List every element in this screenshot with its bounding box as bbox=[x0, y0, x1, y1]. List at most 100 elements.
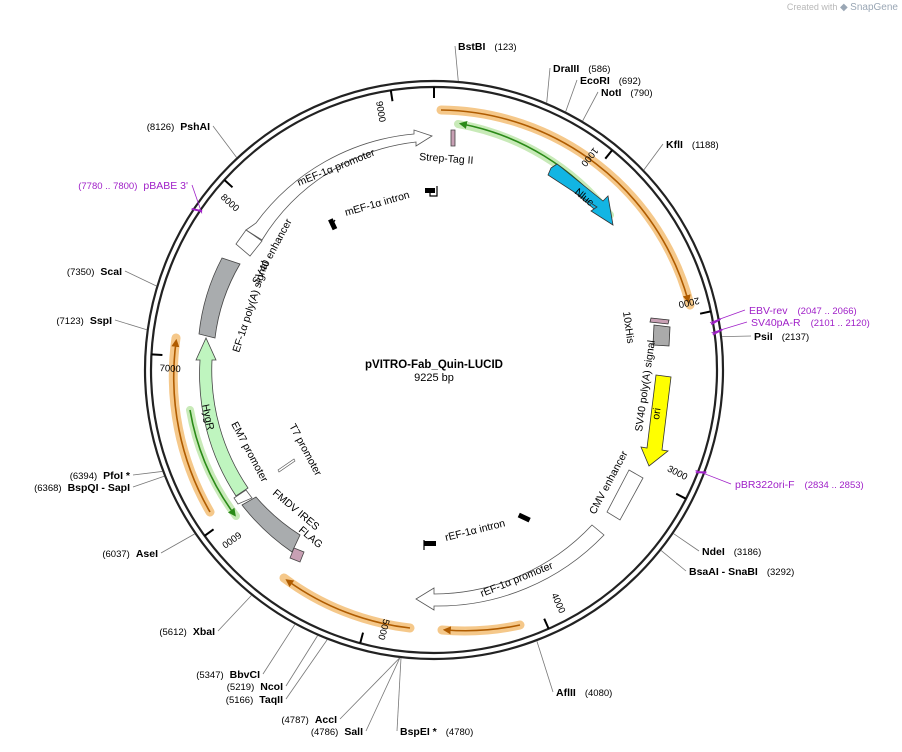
snapgene-logo-icon: ◆ bbox=[839, 2, 848, 13]
site-pos: (4786) bbox=[311, 727, 338, 738]
site-pos: (5612) bbox=[159, 627, 186, 638]
site-label-ncoi: (5219)NcoI bbox=[227, 681, 283, 693]
site-pos: (2137) bbox=[782, 332, 809, 343]
site-label-bspei: BspEI * (4780) bbox=[400, 726, 473, 738]
feature-em7-promoter bbox=[233, 489, 253, 505]
site-name: NotI bbox=[601, 87, 621, 99]
site-leader bbox=[217, 595, 252, 632]
feature-mef1a-intron bbox=[328, 186, 438, 231]
tick-mark bbox=[675, 492, 687, 500]
site-name: XbaI bbox=[193, 626, 215, 638]
orf-arrows bbox=[168, 105, 695, 636]
feature-ori bbox=[640, 374, 672, 467]
site-pos: (3292) bbox=[767, 567, 794, 578]
snapgene-credit: Created with ◆ SnapGene bbox=[787, 2, 898, 13]
site-leader bbox=[546, 67, 551, 103]
site-leader bbox=[565, 79, 578, 112]
site-label-ecori: EcoRI (692) bbox=[580, 75, 641, 87]
site-pos: (6394) bbox=[70, 471, 97, 482]
orf-arc-top bbox=[436, 105, 695, 310]
primer-name: pBR322ori-F bbox=[735, 479, 795, 491]
site-leader bbox=[212, 125, 237, 158]
feature-t7-promoter bbox=[277, 458, 296, 473]
site-label-kfli: KflI(1188) bbox=[666, 139, 719, 151]
tick-mark bbox=[359, 632, 365, 644]
site-pos: (6368) bbox=[34, 483, 61, 494]
site-label-pfoi: (6394)PfoI * bbox=[70, 470, 131, 482]
credit-prefix: Created with bbox=[786, 2, 838, 12]
site-name: BstBI bbox=[458, 41, 486, 53]
site-pos: (3186) bbox=[734, 547, 761, 558]
site-leader bbox=[339, 657, 400, 720]
site-pos: (6037) bbox=[102, 549, 129, 560]
primer-label-sv40pa-r: SV40pA-R(2101 .. 2120) bbox=[751, 317, 870, 329]
site-pos: (692) bbox=[619, 76, 641, 87]
tick-label: 6000 bbox=[220, 529, 244, 550]
feature-flag bbox=[289, 547, 305, 563]
primer-name: EBV-rev bbox=[749, 305, 788, 317]
label-mef1a-promoter: mEF-1α promoter bbox=[296, 147, 377, 189]
site-pos: (586) bbox=[588, 64, 610, 75]
credit-brand: SnapGene bbox=[850, 2, 898, 13]
label-strep-tag: Strep-Tag II bbox=[419, 151, 474, 167]
primer-label-pbr322ori-f: pBR322ori-F(2834 .. 2853) bbox=[735, 479, 864, 491]
site-name: TaqII bbox=[259, 694, 283, 706]
site-label-bbvci: (5347)BbvCI bbox=[196, 669, 260, 681]
site-leader bbox=[365, 657, 401, 732]
feature-fmdv-ires bbox=[241, 496, 301, 553]
site-name: SalI bbox=[344, 726, 363, 738]
site-label-pshai: (8126)PshAI bbox=[147, 121, 210, 133]
label-his-tag: 10xHis bbox=[620, 311, 636, 344]
site-leader bbox=[454, 45, 459, 82]
site-leader bbox=[160, 533, 195, 554]
tick-label: 4000 bbox=[549, 591, 568, 615]
site-name: PsiI bbox=[754, 331, 773, 343]
site-name: SspI bbox=[90, 315, 112, 327]
tick-mark bbox=[151, 353, 163, 356]
site-pos: (4787) bbox=[281, 715, 308, 726]
site-pos: (1188) bbox=[692, 140, 719, 151]
tick-mark bbox=[204, 528, 215, 537]
primer-label-ebv-rev: EBV-rev(2047 .. 2066) bbox=[749, 305, 857, 317]
site-name: ScaI bbox=[100, 266, 122, 278]
site-pos: (5219) bbox=[227, 682, 254, 693]
primer-leader bbox=[191, 184, 203, 214]
site-label-asei: (6037)AseI bbox=[102, 548, 158, 560]
label-hygr: HygR bbox=[199, 403, 216, 432]
site-pos: (4780) bbox=[446, 727, 473, 738]
site-pos: (7350) bbox=[67, 267, 94, 278]
primer-range: (7780 .. 7800) bbox=[78, 181, 137, 192]
site-label-bsaai: BsaAI - SnaBI(3292) bbox=[689, 566, 794, 578]
site-name: EcoRI bbox=[580, 75, 610, 87]
feature-sv40-enhancer bbox=[235, 229, 263, 257]
site-pos: (5347) bbox=[196, 670, 223, 681]
site-leader bbox=[396, 658, 402, 732]
feature-strep-tag bbox=[450, 129, 456, 147]
site-leader bbox=[285, 635, 318, 687]
label-mef1a-intron: mEF-1α intron bbox=[344, 189, 412, 219]
feature-hygr bbox=[195, 337, 249, 497]
site-label-bspqi: (6368)BspQI - SapI bbox=[34, 482, 130, 494]
site-leader bbox=[285, 639, 328, 700]
primer-mark bbox=[710, 318, 721, 326]
site-name: BspEI * bbox=[400, 726, 438, 738]
site-label-ndei: NdeI (3186) bbox=[702, 546, 761, 558]
tick-label: 8000 bbox=[218, 192, 241, 214]
site-leader bbox=[132, 475, 165, 488]
site-pos: (790) bbox=[630, 88, 652, 99]
site-label-sali: (4786) SalI bbox=[311, 726, 363, 738]
site-label-draiii: DraIII(586) bbox=[553, 63, 610, 75]
primer-range: (2101 .. 2120) bbox=[811, 318, 870, 329]
site-label-taqii: (5166)TaqII bbox=[226, 694, 283, 706]
primer-mark bbox=[191, 207, 203, 213]
site-leader bbox=[262, 624, 296, 675]
site-leader bbox=[114, 319, 147, 331]
site-pos: (123) bbox=[494, 42, 516, 53]
site-label-scai: (7350) ScaI bbox=[67, 266, 122, 278]
site-label-sspi: (7123)SspI bbox=[56, 315, 112, 327]
site-label-xbai: (5612) XbaI bbox=[159, 626, 215, 638]
plasmid-name: pVITRO-Fab_Quin-LUCID bbox=[365, 359, 503, 371]
feature-ef1a-pa bbox=[198, 257, 241, 339]
site-name: NdeI bbox=[702, 546, 725, 558]
tick-label: 9000 bbox=[373, 100, 387, 123]
